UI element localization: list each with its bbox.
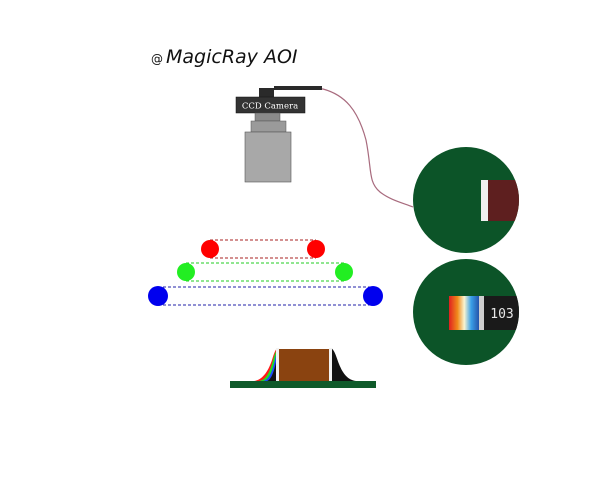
camera-neck [254, 112, 281, 122]
red-light-right [307, 240, 325, 258]
green-light-right [335, 263, 353, 281]
camera-label: CCD Camera [242, 102, 298, 112]
green-light-ring [177, 262, 353, 282]
blue-light-ring [148, 286, 383, 306]
component-terminal-right [329, 348, 332, 381]
brand-at-symbol: @ [151, 52, 163, 66]
camera-collar [250, 120, 287, 133]
camera-cable [300, 88, 414, 208]
camera-body [244, 131, 292, 183]
zoom-top-component [488, 180, 519, 221]
zoom-view-bottom: 103 [413, 259, 519, 365]
zoom-top-terminal [481, 180, 488, 221]
brand-title: MagicRay AOI [166, 46, 298, 68]
solder-fillet-left-shadow [267, 351, 278, 381]
pcb-board [230, 381, 376, 388]
smd-component [279, 349, 329, 381]
red-light-left [201, 240, 219, 258]
red-light-ring [201, 239, 325, 259]
zoom-view-top-background [413, 147, 519, 253]
camera-connector [259, 88, 274, 98]
component-terminal-left [276, 348, 279, 381]
zoom-bottom-component [484, 296, 519, 330]
green-light-left [177, 263, 195, 281]
component-marking: 103 [490, 307, 513, 322]
zoom-view-top [413, 147, 519, 253]
zoom-bottom-reflection [449, 296, 483, 330]
pcb-assembly [230, 348, 376, 388]
blue-light-left [148, 286, 168, 306]
blue-light-right [363, 286, 383, 306]
camera-connector-arm [274, 86, 322, 90]
zoom-bottom-terminal [479, 296, 484, 330]
solder-fillet-right [330, 348, 356, 381]
ccd-camera: CCD Camera [235, 86, 322, 183]
